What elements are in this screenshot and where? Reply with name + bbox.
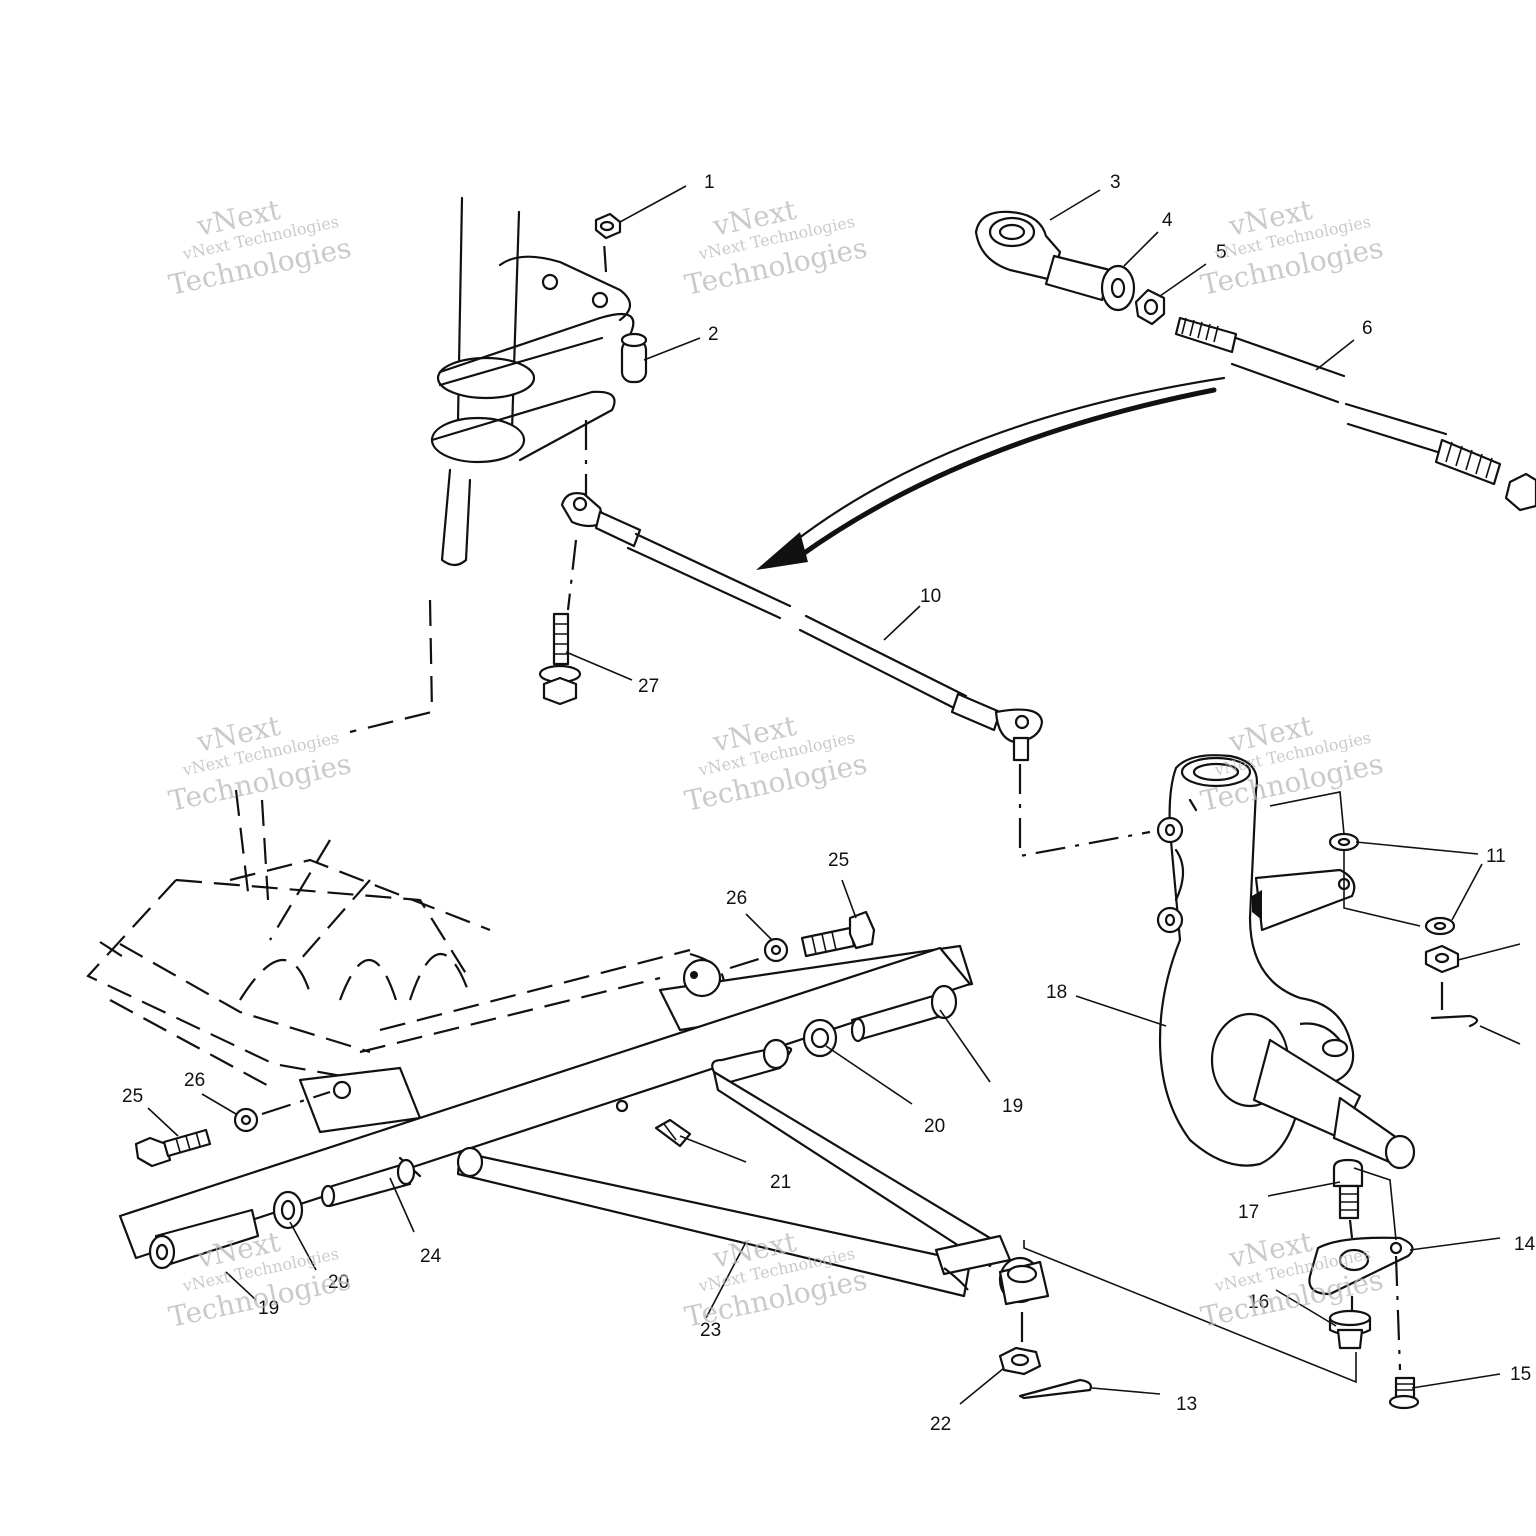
- callout-16: 16: [1248, 1292, 1269, 1313]
- callout-14: 14: [1514, 1234, 1536, 1255]
- callout-13: 13: [1176, 1394, 1197, 1415]
- callout-24: 24: [420, 1246, 442, 1267]
- callout-2: 2: [708, 324, 719, 345]
- washer-26-rear: [233, 1107, 259, 1133]
- steering-post: [430, 196, 635, 567]
- callout-4: 4: [1162, 210, 1173, 231]
- washer-20-rear: [272, 1190, 304, 1230]
- frame: [86, 599, 725, 1091]
- washer-11-top: [1328, 832, 1360, 852]
- bushing-24: [320, 1158, 416, 1208]
- a-arm-23: [118, 946, 1050, 1306]
- nut-1: [594, 212, 622, 240]
- nut-12: [1424, 944, 1460, 974]
- nut-22: [998, 1346, 1042, 1376]
- washer-26-front: [763, 937, 789, 963]
- ball-joint-16: [1328, 1309, 1372, 1350]
- watermarks: vNext vNext Technologies Technologies vN…: [166, 193, 1386, 1334]
- callout-5: 5: [1216, 242, 1227, 263]
- plate-14: [1308, 1236, 1414, 1296]
- cotter-pin-13: [1018, 1378, 1092, 1400]
- callout-17: 17: [1238, 1202, 1259, 1223]
- adjuster-6: [1174, 316, 1536, 512]
- bolt-27: [538, 539, 582, 706]
- arrow-curve: [756, 376, 1226, 570]
- callout-25-rear: 25: [122, 1086, 143, 1107]
- callout-19-front: 19: [1002, 1096, 1023, 1117]
- grease-fitting-21: [615, 1099, 692, 1148]
- nut-5: [1134, 288, 1166, 326]
- callout-23: 23: [700, 1320, 721, 1341]
- callout-11: 11: [1486, 846, 1506, 867]
- callout-25-front: 25: [828, 850, 849, 871]
- washer-20-front: [802, 1018, 838, 1058]
- callout-18: 18: [1046, 982, 1067, 1003]
- spindle-18: [1156, 754, 1416, 1170]
- callout-20-front: 20: [924, 1116, 945, 1137]
- callout-26-rear: 26: [184, 1070, 205, 1091]
- rod-end-3: [974, 210, 1062, 282]
- bushing-2: [620, 332, 648, 384]
- callout-27: 27: [638, 676, 659, 697]
- bushing-19-front: [850, 984, 958, 1043]
- callout-20-rear: 20: [328, 1272, 349, 1293]
- tie-rod-10: [560, 492, 1044, 762]
- leader-lines: [147, 185, 1521, 1405]
- callout-26-front: 26: [726, 888, 747, 909]
- bolt-25-rear: [134, 1128, 212, 1168]
- watermark: vNext vNext Technologies Technologies: [166, 193, 354, 302]
- bolt-25-front: [800, 910, 876, 958]
- callout-21: 21: [770, 1172, 791, 1193]
- frame-bracket-rear: [298, 1066, 422, 1134]
- watermark: vNext vNext Technologies Technologies: [682, 709, 870, 818]
- callout-3: 3: [1110, 172, 1121, 193]
- sleeve-4: [1044, 254, 1136, 312]
- callout-22: 22: [930, 1414, 951, 1435]
- callout-19-rear: 19: [258, 1298, 279, 1319]
- callout-labels: 1 2 3 4 5 6 10 11 13 14 15 16 17 18 19 1…: [122, 172, 1536, 1435]
- callout-10: 10: [920, 586, 941, 607]
- watermark: vNext vNext Technologies Technologies: [682, 193, 870, 302]
- watermark: vNext vNext Technologies Technologies: [1198, 709, 1386, 818]
- callout-1: 1: [704, 172, 715, 193]
- bushing-19-rear: [148, 1208, 260, 1270]
- bolt-15: [1388, 1376, 1420, 1410]
- bolt-17: [1332, 1158, 1364, 1220]
- callout-6: 6: [1362, 318, 1373, 339]
- watermark: vNext vNext Technologies Technologies: [166, 709, 354, 818]
- washer-11-bottom: [1424, 916, 1456, 936]
- callout-15: 15: [1510, 1364, 1531, 1385]
